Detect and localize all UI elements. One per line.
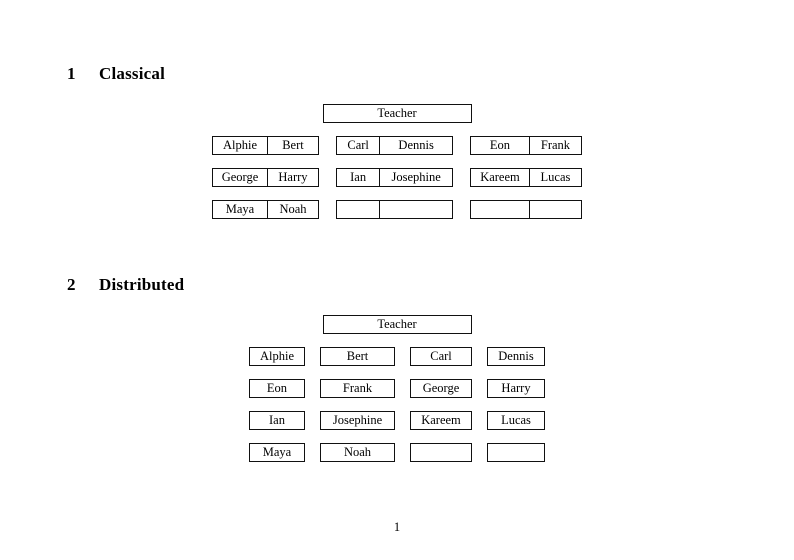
student-box: Josephine [320, 411, 395, 430]
distributed-diagram: Teacher Alphie Bert Carl Dennis Eon Fran… [0, 315, 794, 462]
student-group-box: George Harry [212, 168, 319, 187]
student-cell: Maya [225, 202, 255, 216]
classical-row: Alphie Bert Carl Dennis Eon Frank [212, 136, 582, 155]
student-cell: Bert [266, 137, 318, 154]
student-box: Bert [320, 347, 395, 366]
student-box: Dennis [487, 347, 545, 366]
student-group-box: Eon Frank [470, 136, 582, 155]
page-number: 1 [393, 520, 401, 534]
distributed-student-grid: Alphie Bert Carl Dennis Eon Frank George… [0, 347, 794, 462]
student-cell: Alphie [222, 138, 257, 152]
distributed-row: Ian Josephine Kareem Lucas [249, 411, 545, 430]
section-number: 2 [67, 275, 76, 294]
classical-row: George Harry Ian Josephine Kareem Lucas [212, 168, 582, 187]
student-box: Alphie [249, 347, 305, 366]
student-box: Eon [249, 379, 305, 398]
student-cell-empty [337, 201, 379, 218]
student-box-empty [410, 443, 472, 462]
classical-diagram: Teacher Alphie Bert Carl Dennis Eon Fran… [0, 104, 794, 219]
student-box: Kareem [410, 411, 472, 430]
student-cell: Eon [489, 138, 511, 152]
student-box: Lucas [487, 411, 545, 430]
student-box: Ian [249, 411, 305, 430]
teacher-box: Teacher [322, 104, 472, 123]
classical-teacher-row: Teacher [0, 104, 794, 123]
student-box: Carl [410, 347, 472, 366]
student-box-empty [487, 443, 545, 462]
student-group-box: Ian Josephine [336, 168, 453, 187]
student-cell-empty [379, 201, 452, 218]
student-cell: Kareem [480, 170, 520, 184]
student-cell-empty [528, 201, 581, 218]
distributed-teacher-row: Teacher [0, 315, 794, 334]
student-box: Noah [320, 443, 395, 462]
distributed-row: Alphie Bert Carl Dennis [249, 347, 545, 366]
distributed-row: Maya Noah [249, 443, 545, 462]
student-cell: Lucas [528, 169, 581, 186]
student-group-box-empty [336, 200, 453, 219]
student-cell: Ian [350, 170, 367, 184]
student-box: George [410, 379, 472, 398]
student-group-box-empty [470, 200, 582, 219]
section-title: Distributed [99, 275, 185, 294]
student-group-box: Kareem Lucas [470, 168, 582, 187]
student-cell: Noah [266, 201, 318, 218]
student-cell: Harry [266, 169, 318, 186]
student-cell: Dennis [379, 137, 452, 154]
student-cell: Frank [528, 137, 581, 154]
student-group-box: Alphie Bert [212, 136, 319, 155]
classical-row: Maya Noah [212, 200, 582, 219]
student-cell-empty [471, 201, 529, 218]
classical-student-grid: Alphie Bert Carl Dennis Eon Frank George… [0, 136, 794, 219]
student-cell: Carl [347, 138, 369, 152]
student-cell: Josephine [379, 169, 452, 186]
section-heading-classical: 1 Classical [67, 64, 165, 84]
student-group-box: Carl Dennis [336, 136, 453, 155]
distributed-row: Eon Frank George Harry [249, 379, 545, 398]
section-number: 1 [67, 64, 76, 83]
student-cell: George [221, 170, 259, 184]
student-group-box: Maya Noah [212, 200, 319, 219]
teacher-box: Teacher [322, 315, 472, 334]
student-box: Frank [320, 379, 395, 398]
section-title: Classical [99, 64, 166, 83]
student-box: Maya [249, 443, 305, 462]
student-box: Harry [487, 379, 545, 398]
section-heading-distributed: 2 Distributed [67, 275, 184, 295]
